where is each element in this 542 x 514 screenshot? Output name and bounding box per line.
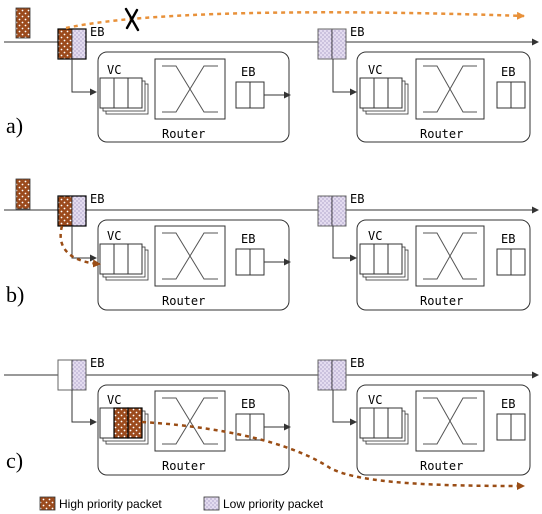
router-name: Router (162, 127, 205, 141)
vc-buffers (359, 243, 409, 281)
crossbar (415, 390, 485, 452)
router-eb-label: EB (241, 65, 255, 79)
legend-high-swatch (39, 496, 56, 511)
router-1: VC EB Router (97, 219, 291, 311)
eb-buffer-1 (57, 195, 87, 227)
branch-arrow-2 (332, 226, 357, 262)
router-eb-label: EB (241, 397, 255, 411)
eb-buffer-1 (57, 359, 87, 391)
router-eb-label: EB (501, 65, 515, 79)
crossbar (154, 58, 226, 120)
panel-label: b) (6, 282, 24, 307)
output-eb (496, 248, 526, 276)
router-eb-label: EB (501, 397, 515, 411)
vc-buffers (99, 77, 149, 115)
eb-buffer-2 (317, 28, 347, 60)
router-2: VC EB Router (356, 51, 531, 143)
eb-label-2: EB (350, 192, 364, 206)
bypass-path (65, 11, 525, 30)
vc-buffers (99, 243, 149, 281)
legend-high-label: High priority packet (59, 497, 162, 511)
eb-label-2: EB (350, 25, 364, 39)
vc-label: VC (368, 63, 382, 77)
router-name: Router (420, 294, 463, 308)
router-1: VC EB Router (97, 384, 291, 476)
panel-a: EB EB VC EB (4, 7, 539, 143)
eb-buffer-2 (317, 195, 347, 227)
branch-arrow-1 (71, 390, 97, 426)
router-name: Router (162, 459, 205, 473)
crossbar (154, 390, 226, 452)
eb-label-1: EB (90, 356, 104, 370)
router-2: VC EB Router (356, 384, 531, 476)
vc-high-priority-packet (113, 407, 129, 439)
crossbar (415, 58, 485, 120)
router-eb-label: EB (501, 232, 515, 246)
router-name: Router (420, 459, 463, 473)
incoming-high-priority-packet (15, 178, 31, 210)
branch-arrow-2 (332, 59, 357, 96)
router-name: Router (162, 294, 205, 308)
router-1: VC EB Router (97, 51, 291, 143)
branch-arrow-2 (332, 390, 357, 426)
eb-label-1: EB (90, 192, 104, 206)
vc-high-priority-packet (127, 407, 143, 439)
exit-path (141, 420, 525, 490)
router-2: VC EB Router (356, 219, 531, 311)
output-eb (235, 413, 265, 441)
panel-b: EB EB VC EB (4, 178, 539, 311)
branch-arrow-1 (71, 59, 97, 96)
incoming-high-priority-packet (15, 7, 31, 39)
vc-buffers (359, 407, 409, 445)
eb-buffer-1 (57, 28, 87, 60)
vc-label: VC (368, 229, 382, 243)
router-eb-label: EB (241, 232, 255, 246)
vc-buffers (99, 407, 149, 445)
vc-buffers (359, 77, 409, 115)
branch-arrow-1 (71, 226, 97, 262)
panel-c: EB EB VC EB (4, 356, 539, 490)
panel-label: c) (6, 448, 23, 473)
output-eb (496, 413, 526, 441)
vc-label: VC (107, 393, 121, 407)
output-eb (235, 81, 265, 109)
eb-label-1: EB (90, 25, 104, 39)
output-eb (496, 81, 526, 109)
panel-label: a) (6, 113, 23, 138)
vc-label: VC (107, 229, 121, 243)
crossbar (415, 225, 485, 287)
x-mark-icon (124, 7, 140, 32)
legend: High priority packet Low priority packet (39, 496, 324, 511)
legend-low-label: Low priority packet (223, 497, 324, 511)
router-name: Router (420, 127, 463, 141)
vc-label: VC (107, 63, 121, 77)
output-eb (235, 248, 265, 276)
eb-label-2: EB (350, 356, 364, 370)
eb-buffer-2 (317, 359, 347, 391)
crossbar (154, 225, 226, 287)
vc-label: VC (368, 393, 382, 407)
legend-low-swatch (203, 496, 220, 511)
